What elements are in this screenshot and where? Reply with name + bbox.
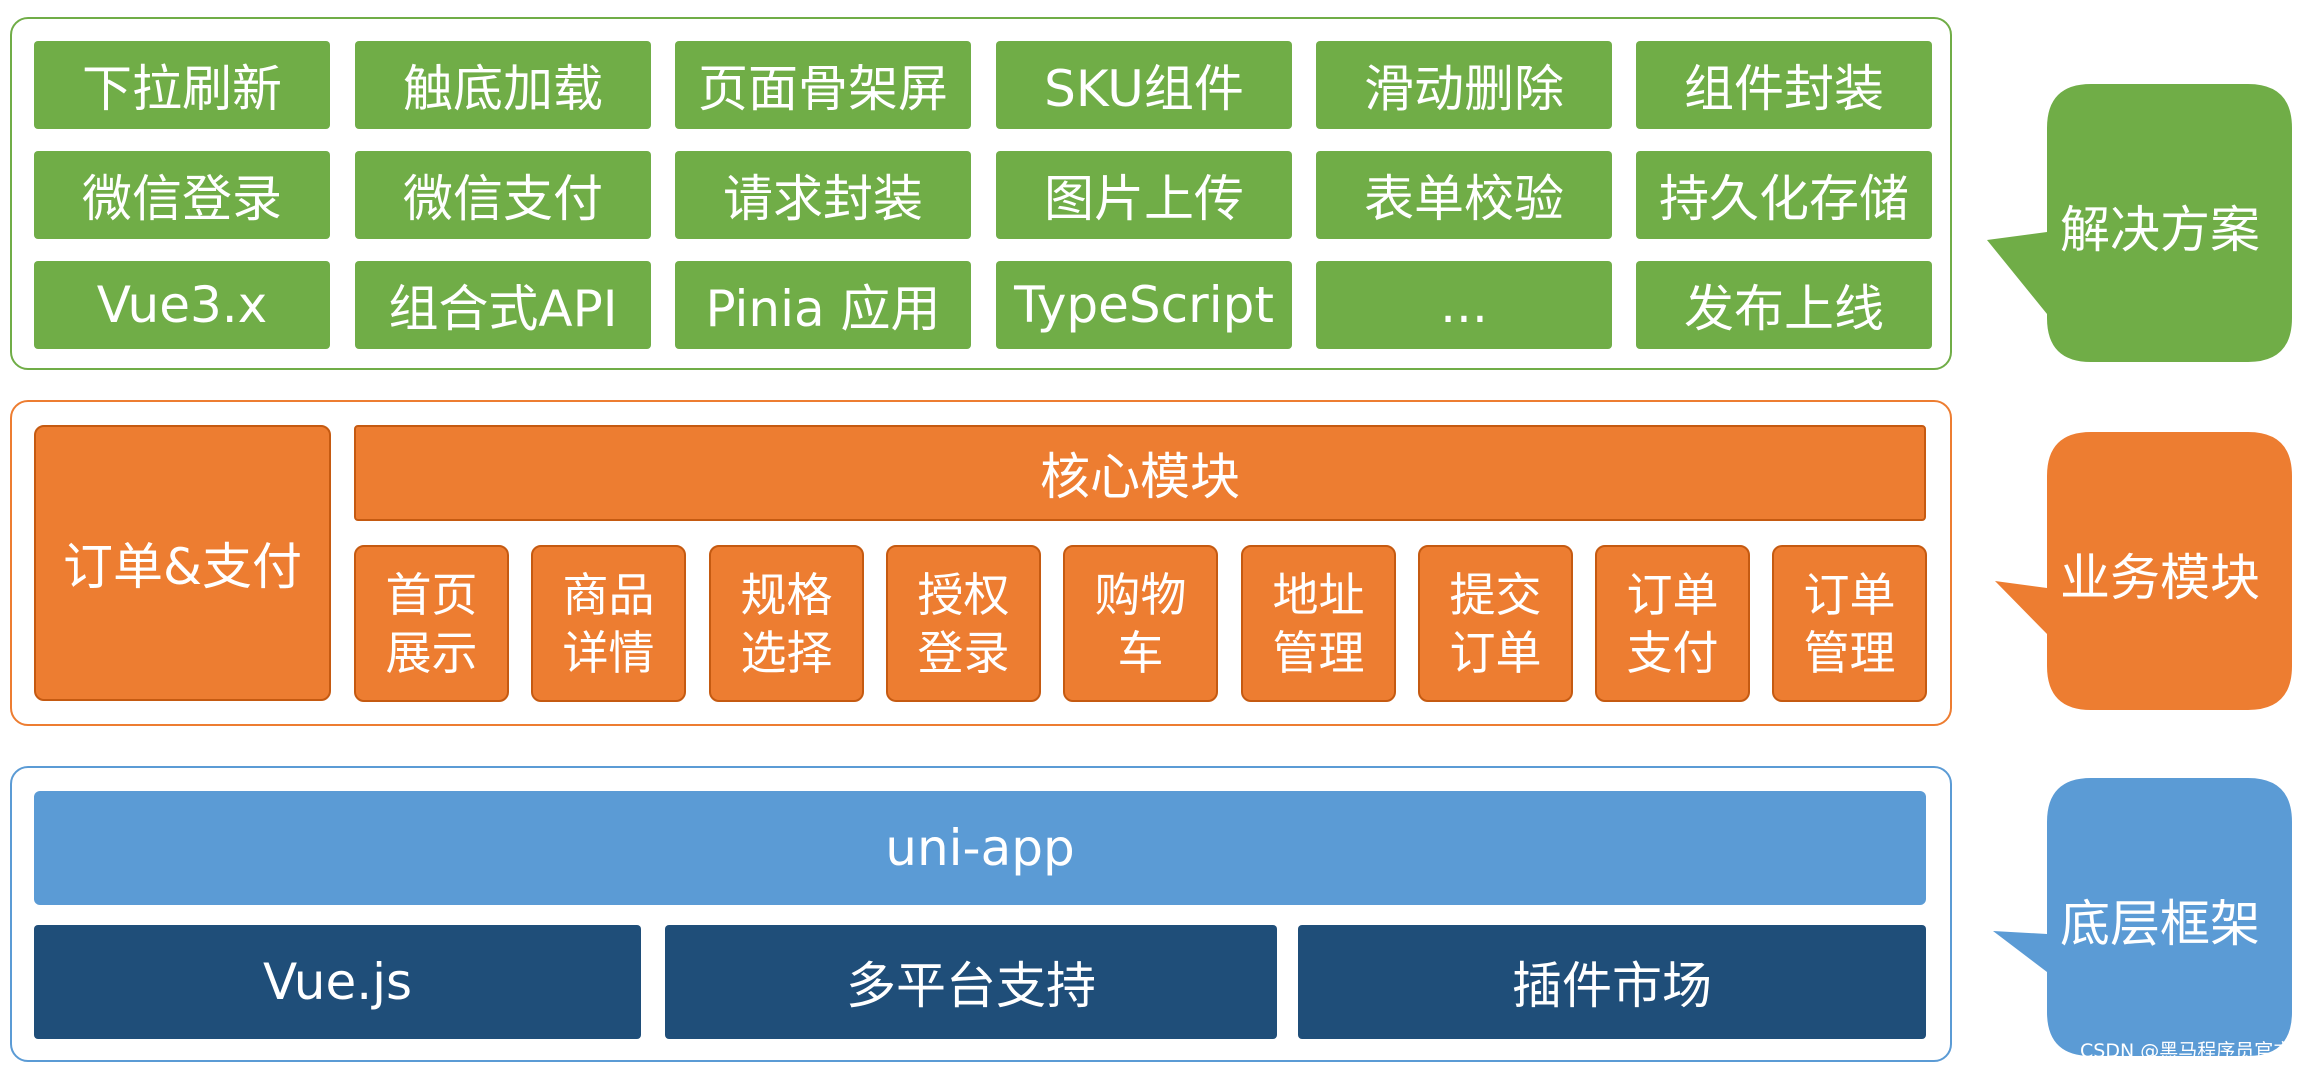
framework-item-multiplatform: 多平台支持	[665, 925, 1277, 1039]
uniapp-bar: uni-app	[34, 791, 1926, 905]
solution-item: 下拉刷新	[34, 41, 330, 129]
business-module-address: 地址 管理	[1241, 545, 1396, 702]
solution-item: Pinia 应用	[675, 261, 971, 349]
solution-item: 页面骨架屏	[675, 41, 971, 129]
callout-solutions: 解决方案	[1986, 82, 2294, 366]
solution-item: 持久化存储	[1636, 151, 1932, 239]
solution-item: 微信支付	[355, 151, 651, 239]
core-module-header: 核心模块	[354, 425, 1926, 521]
callout-solutions-label: 解决方案	[2060, 201, 2260, 259]
module-line: 选择	[740, 625, 833, 680]
module-line: 展示	[385, 625, 478, 680]
solution-item: SKU组件	[996, 41, 1292, 129]
module-line: 管理	[1803, 625, 1896, 680]
business-module-order-manage: 订单 管理	[1772, 545, 1927, 702]
business-module-order-payment: 订单 支付	[1595, 545, 1750, 702]
solution-item: 请求封装	[675, 151, 971, 239]
business-module-spec: 规格 选择	[709, 545, 864, 702]
speech-bubble-shape	[1995, 432, 2292, 710]
business-module-home: 首页 展示	[354, 545, 509, 702]
solution-item: Vue3.x	[34, 261, 330, 349]
solution-item: 组合式API	[355, 261, 651, 349]
solution-item: ...	[1316, 261, 1612, 349]
framework-item-plugin-market: 插件市场	[1298, 925, 1926, 1039]
solutions-panel	[10, 17, 1952, 370]
business-module-login: 授权 登录	[886, 545, 1041, 702]
module-line: 管理	[1272, 625, 1365, 680]
solution-item: 图片上传	[996, 151, 1292, 239]
callout-framework: 底层框架	[1986, 776, 2294, 1060]
callout-business: 业务模块	[1986, 430, 2294, 714]
solution-item: 触底加载	[355, 41, 651, 129]
module-line: 购物	[1094, 567, 1187, 622]
business-module-submit-order: 提交 订单	[1418, 545, 1573, 702]
business-module-product: 商品 详情	[531, 545, 686, 702]
csdn-watermark: CSDN @黑马程序员官方	[2080, 1040, 2293, 1062]
module-line: 规格	[740, 567, 833, 622]
solution-item: 组件封装	[1636, 41, 1932, 129]
module-line: 授权	[917, 567, 1010, 622]
module-line: 订单	[1626, 567, 1719, 622]
speech-bubble-shape	[1987, 84, 2292, 362]
module-line: 提交	[1449, 567, 1542, 622]
module-line: 订单	[1803, 567, 1896, 622]
order-payment-block: 订单&支付	[34, 425, 331, 701]
callout-business-label: 业务模块	[2060, 549, 2260, 607]
module-line: 商品	[562, 567, 655, 622]
module-line: 详情	[562, 625, 655, 680]
module-line: 地址	[1272, 567, 1365, 622]
solution-item: 滑动删除	[1316, 41, 1612, 129]
module-line: 车	[1117, 625, 1164, 680]
module-line: 首页	[385, 567, 478, 622]
solution-item: 发布上线	[1636, 261, 1932, 349]
module-line: 支付	[1626, 625, 1719, 680]
solution-item: TypeScript	[996, 261, 1292, 349]
solution-item: 微信登录	[34, 151, 330, 239]
business-module-cart: 购物 车	[1063, 545, 1218, 702]
framework-item-vuejs: Vue.js	[34, 925, 641, 1039]
solution-item: 表单校验	[1316, 151, 1612, 239]
module-line: 订单	[1449, 625, 1542, 680]
module-line: 登录	[917, 625, 1010, 680]
speech-bubble-shape	[1993, 778, 2292, 1056]
callout-framework-label: 底层框架	[2060, 895, 2260, 953]
